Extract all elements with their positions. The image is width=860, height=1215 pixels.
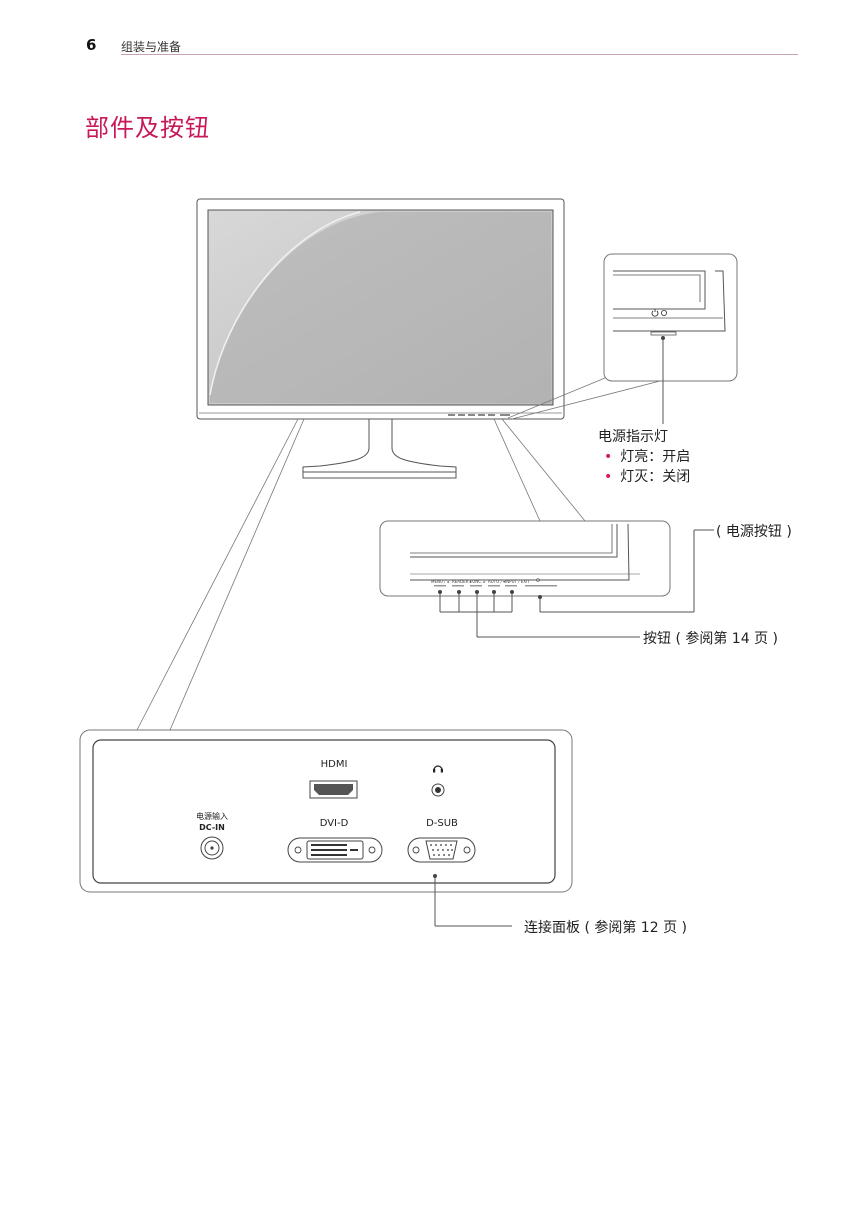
svg-text:FUNC. ▸: FUNC. ▸ <box>470 579 486 584</box>
dvi-label: DVI-D <box>319 818 349 829</box>
buttons-inset: MENU / ◂ READER ▸ FUNC. ▸ AUTO / ▾ INPUT… <box>379 520 714 638</box>
hdmi-port <box>309 780 358 799</box>
zoom-lines <box>136 377 661 731</box>
buttons-label: 按钮 ( 参阅第 14 页 ) <box>643 631 778 647</box>
dvi-port <box>287 837 383 863</box>
section-label: 组装与准备 <box>121 40 182 54</box>
power-indicator-off: • 灯灭：关闭 <box>604 466 690 486</box>
page-number: 6 <box>86 36 97 54</box>
hdmi-label: HDMI <box>320 759 348 770</box>
power-input-label: 电源输入 DC-IN <box>182 811 242 833</box>
headphone-jack <box>431 783 445 797</box>
power-input-en: DC-IN <box>199 823 225 832</box>
bezel-buttons <box>448 414 510 416</box>
power-indicator-title: 电源指示灯 <box>598 429 668 445</box>
bullet-icon: • <box>604 469 613 485</box>
bullet-icon: • <box>604 449 613 465</box>
page-title: 部件及按钮 <box>85 114 210 142</box>
power-button-label: ( 电源按钮 ) <box>716 524 792 540</box>
power-indicator-inset <box>603 253 738 424</box>
power-icon <box>651 309 668 317</box>
power-off-text: 灯灭：关闭 <box>620 469 691 485</box>
dsub-label: D-SUB <box>426 818 458 829</box>
svg-text:READER ▸: READER ▸ <box>452 579 472 584</box>
power-on-text: 灯亮：开启 <box>620 449 691 465</box>
dsub-port <box>407 837 476 863</box>
dc-in-port <box>200 836 224 860</box>
svg-text:INPUT / EXIT: INPUT / EXIT <box>505 579 530 584</box>
power-indicator-on: • 灯亮：开启 <box>604 446 690 466</box>
connection-panel-label: 连接面板 ( 参阅第 12 页 ) <box>524 920 687 936</box>
header-divider <box>121 54 798 55</box>
svg-text:MENU / ◂: MENU / ◂ <box>431 579 449 584</box>
monitor-front <box>196 198 565 479</box>
svg-text:AUTO / ▾: AUTO / ▾ <box>488 579 505 584</box>
headphone-icon <box>433 765 443 773</box>
power-input-cn: 电源输入 <box>196 812 228 821</box>
connection-panel <box>79 729 573 927</box>
